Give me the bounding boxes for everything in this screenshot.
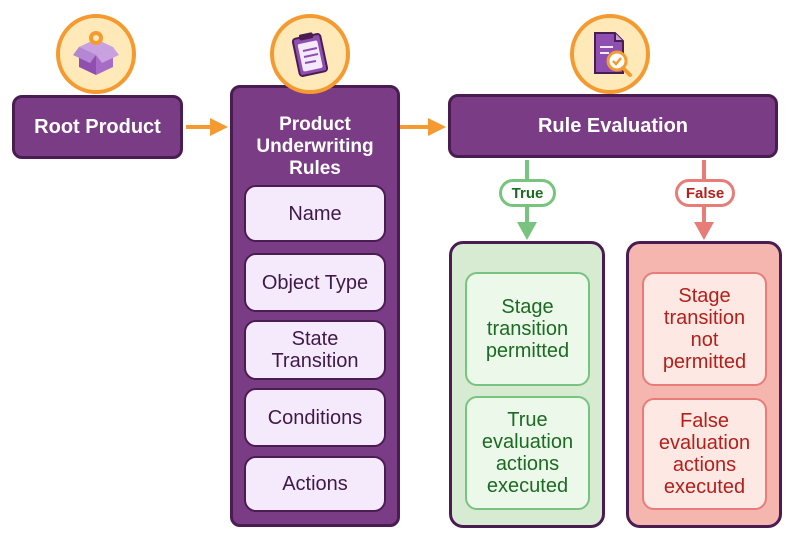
outcome-text: False evaluation actions executed xyxy=(658,410,751,498)
rule-evaluation-node: Rule Evaluation xyxy=(448,94,778,158)
document-search-icon xyxy=(570,14,650,94)
root-product-label: Root Product xyxy=(34,115,161,138)
outcome-text: Stage transition permitted xyxy=(485,296,570,362)
true-branch-label: True xyxy=(499,179,556,207)
root-product-node: Root Product xyxy=(12,95,183,159)
rule-item-label: Conditions xyxy=(267,406,363,429)
rule-evaluation-label: Rule Evaluation xyxy=(537,114,689,137)
rule-item-label: Actions xyxy=(282,473,348,495)
false-label-text: False xyxy=(685,184,725,202)
box-gear-icon xyxy=(56,14,136,94)
arrow-root-to-rules xyxy=(186,118,228,136)
false-outcome-stage-not-permitted: Stage transition not permitted xyxy=(642,272,767,386)
false-branch-label: False xyxy=(675,179,735,207)
rule-item-name: Name xyxy=(244,185,386,242)
rule-item-label: Object Type xyxy=(261,271,369,294)
rule-item-object-type: Object Type xyxy=(244,253,386,312)
rule-item-state-transition: State Transition xyxy=(244,320,386,380)
outcome-text: Stage transition not permitted xyxy=(662,285,747,373)
underwriting-rules-title: Product Underwriting Rules xyxy=(256,114,374,179)
outcome-text: True evaluation actions executed xyxy=(481,409,574,497)
arrow-rules-to-evaluation xyxy=(400,118,446,136)
clipboard-icon xyxy=(270,14,350,94)
rule-item-conditions: Conditions xyxy=(244,388,386,447)
true-outcome-stage-permitted: Stage transition permitted xyxy=(465,272,590,386)
rule-item-label: Name xyxy=(288,202,342,225)
true-label-text: True xyxy=(511,184,544,202)
false-outcome-actions-executed: False evaluation actions executed xyxy=(642,398,767,510)
rule-item-label: State Transition xyxy=(271,328,359,372)
true-outcome-actions-executed: True evaluation actions executed xyxy=(465,396,590,510)
rule-item-actions: Actions xyxy=(244,456,386,512)
